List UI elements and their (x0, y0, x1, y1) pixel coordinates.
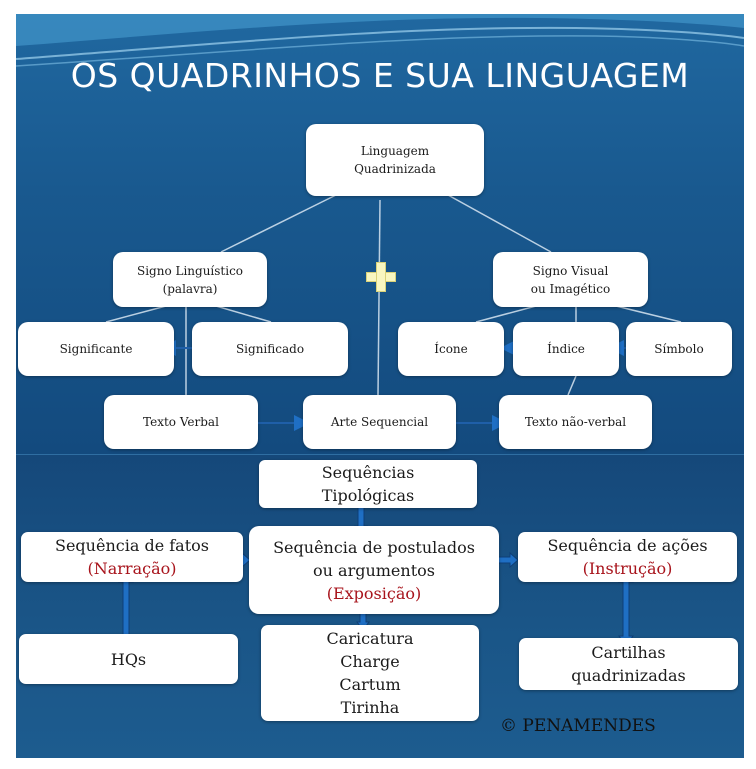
node-text: Significado (235, 342, 305, 356)
node-text: Signo Visual (532, 263, 609, 278)
copyright-label: © PENAMENDES (500, 716, 656, 736)
node-indice: Índice (513, 322, 619, 376)
node-text-highlight: (Exposição) (326, 583, 422, 603)
node-text: Sequência de ações (547, 536, 708, 555)
node-text: Tipológicas (321, 486, 415, 505)
node-text: Cartilhas (591, 643, 666, 662)
node-text: (palavra) (162, 281, 218, 296)
node-signo-visual: Signo Visual ou Imagético (493, 252, 648, 307)
node-linguagem-quadrinizada: Linguagem Quadrinizada (306, 124, 484, 196)
node-icone: Ícone (398, 322, 504, 376)
decorative-wave (16, 14, 744, 67)
node-signo-linguistico: Signo Linguístico (palavra) (113, 252, 267, 307)
node-text: Ícone (434, 342, 468, 356)
node-text-highlight: (Narração) (87, 559, 177, 578)
node-text: quadrinizadas (571, 666, 686, 685)
node-text: Índice (547, 342, 585, 356)
node-sequencias-tipologicas: Sequências Tipológicas (259, 460, 477, 508)
node-text: Linguagem (360, 144, 430, 158)
node-text: Símbolo (654, 342, 704, 356)
node-sequencia-postulados: Sequência de postulados ou argumentos (E… (249, 526, 499, 614)
node-text: Caricatura (326, 629, 414, 648)
node-sequencia-acoes: Sequência de ações (Instrução) (518, 532, 737, 582)
node-sequencia-fatos: Sequência de fatos (Narração) (21, 532, 243, 582)
plus-icon (366, 262, 396, 292)
node-text: ou Imagético (530, 281, 611, 296)
node-texto-nao-verbal: Texto não-verbal (499, 395, 652, 449)
node-text: ou argumentos (313, 560, 435, 580)
node-text: Sequência de fatos (55, 536, 209, 555)
slide: OS QUADRINHOS E SUA LINGUAGEM (16, 14, 744, 758)
node-text: Significante (59, 342, 133, 356)
node-hqs: HQs (19, 634, 238, 684)
node-text: Sequências (321, 463, 415, 482)
node-caricatura-charge-cartum-tirinha: Caricatura Charge Cartum Tirinha (261, 625, 479, 721)
node-significado: Significado (192, 322, 348, 376)
node-text: Cartum (339, 675, 401, 694)
node-simbolo: Símbolo (626, 322, 732, 376)
node-text: Texto não-verbal (524, 415, 627, 429)
node-cartilhas: Cartilhas quadrinizadas (519, 638, 738, 690)
node-text: Arte Sequencial (330, 415, 429, 429)
node-texto-verbal: Texto Verbal (104, 395, 258, 449)
node-text: Tirinha (340, 698, 400, 717)
node-text-highlight: (Instrução) (582, 559, 673, 578)
node-arte-sequencial: Arte Sequencial (303, 395, 456, 449)
node-text: Signo Linguístico (136, 263, 244, 278)
node-text: Charge (340, 652, 400, 671)
node-text: Sequência de postulados (273, 537, 475, 557)
node-text: HQs (110, 649, 147, 669)
node-significante: Significante (18, 322, 174, 376)
node-text: Texto Verbal (143, 415, 219, 429)
node-text: Quadrinizada (354, 162, 436, 176)
slide-title: OS QUADRINHOS E SUA LINGUAGEM (70, 56, 690, 95)
